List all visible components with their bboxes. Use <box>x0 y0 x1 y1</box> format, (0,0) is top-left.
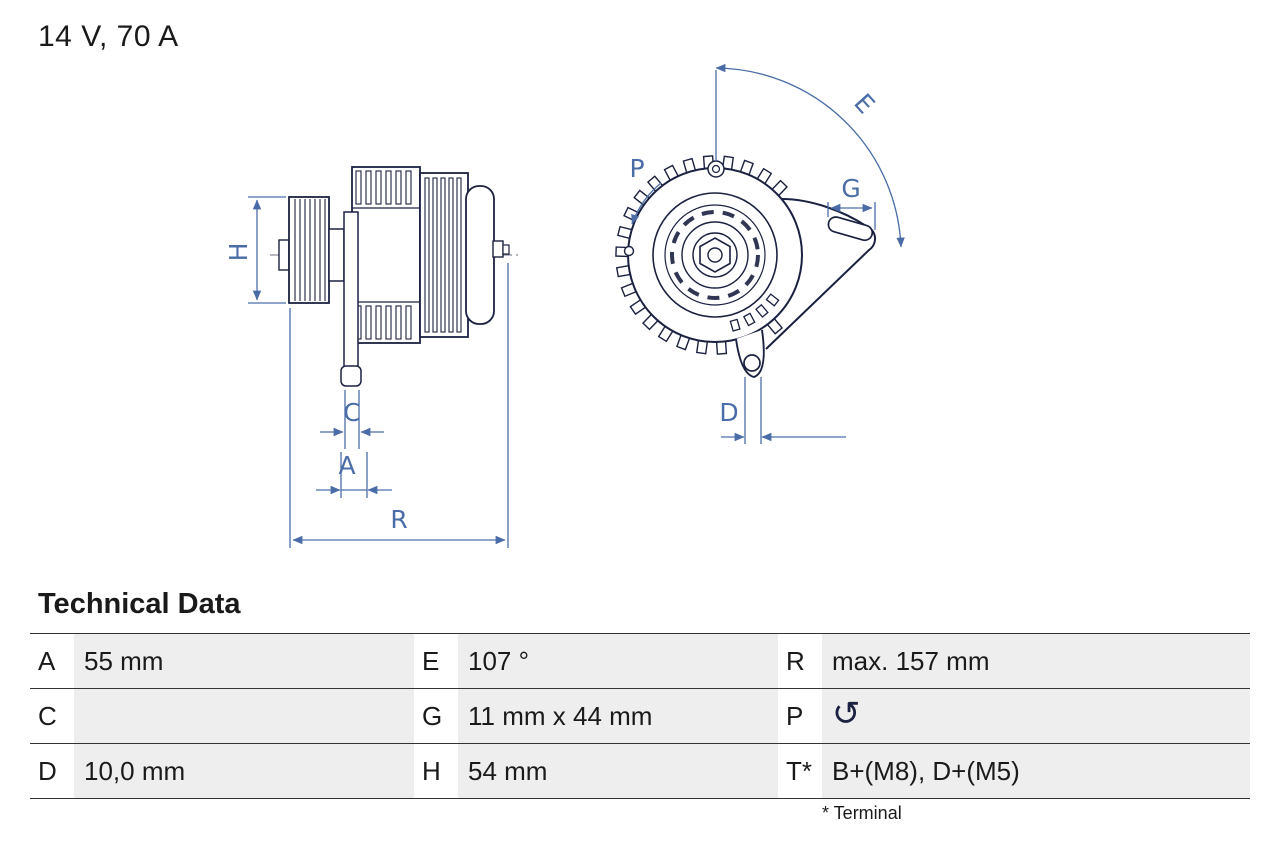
alternator-technical-drawing: H C A R P E G D <box>224 63 905 548</box>
param-letter-a: A <box>30 634 74 688</box>
param-value-r: max. 157 mm <box>822 634 1250 688</box>
param-value-h: 54 mm <box>458 744 778 798</box>
param-letter-t: T* <box>778 744 822 798</box>
table-row: A 55 mm E 107 ° R max. 157 mm <box>30 634 1250 689</box>
front-housing <box>351 166 421 344</box>
table-row: C G 11 mm x 44 mm P ↺ <box>30 689 1250 744</box>
rear-housing <box>419 172 469 338</box>
dim-label-d: D <box>719 398 738 427</box>
param-value-d: 10,0 mm <box>74 744 414 798</box>
param-letter-c: C <box>30 689 74 743</box>
dim-label-a: A <box>338 451 355 480</box>
dim-label-p: P <box>629 154 644 183</box>
dim-label-h: H <box>224 243 253 262</box>
terminal-stud <box>492 240 504 258</box>
technical-data-title: Technical Data <box>38 588 241 620</box>
param-value-g: 11 mm x 44 mm <box>458 689 778 743</box>
technical-data-table: A 55 mm E 107 ° R max. 157 mm C G 11 mm … <box>30 633 1250 799</box>
terminal-footnote: * Terminal <box>822 803 902 823</box>
pulley-hub <box>328 228 345 282</box>
mounting-foot <box>340 365 362 387</box>
dim-label-g: G <box>841 174 860 203</box>
top-ear <box>707 160 725 178</box>
param-letter-p: P <box>778 689 822 743</box>
dim-a <box>316 452 392 498</box>
param-value-t: B+(M8), D+(M5) <box>822 744 1250 798</box>
param-value-p: ↺ <box>822 689 1250 743</box>
dim-label-c: C <box>343 398 360 427</box>
dim-g <box>827 202 876 230</box>
dim-c <box>320 390 384 449</box>
param-letter-h: H <box>414 744 458 798</box>
param-letter-e: E <box>414 634 458 688</box>
pulley <box>288 196 330 304</box>
left-bolt <box>623 245 635 257</box>
rear-cover <box>465 185 495 325</box>
bracket-slot <box>827 216 874 242</box>
dim-h <box>248 196 286 304</box>
shaft-nut <box>699 237 731 273</box>
bottom-lug-hole <box>743 354 761 372</box>
shaft-center <box>707 247 723 263</box>
param-letter-g: G <box>414 689 458 743</box>
alternator-side-view <box>270 166 518 387</box>
dim-label-e: E <box>848 88 880 119</box>
dim-label-r: R <box>390 505 407 534</box>
param-value-e: 107 ° <box>458 634 778 688</box>
voltage-amperage-rating: 14 V, 70 A <box>38 20 179 53</box>
dim-p-rotation-arrow <box>631 182 662 225</box>
dim-e <box>715 63 905 248</box>
mounting-arm <box>343 211 359 373</box>
dim-r <box>289 263 509 548</box>
rotation-ccw-icon: ↺ <box>832 695 861 733</box>
vent-slots <box>670 210 760 300</box>
param-value-c <box>74 689 414 743</box>
param-letter-r: R <box>778 634 822 688</box>
dim-d <box>721 377 846 444</box>
param-letter-d: D <box>30 744 74 798</box>
dimension-lines <box>248 63 905 548</box>
table-row: D 10,0 mm H 54 mm T* B+(M8), D+(M5) <box>30 744 1250 799</box>
shaft-tip <box>278 239 290 271</box>
param-value-a: 55 mm <box>74 634 414 688</box>
